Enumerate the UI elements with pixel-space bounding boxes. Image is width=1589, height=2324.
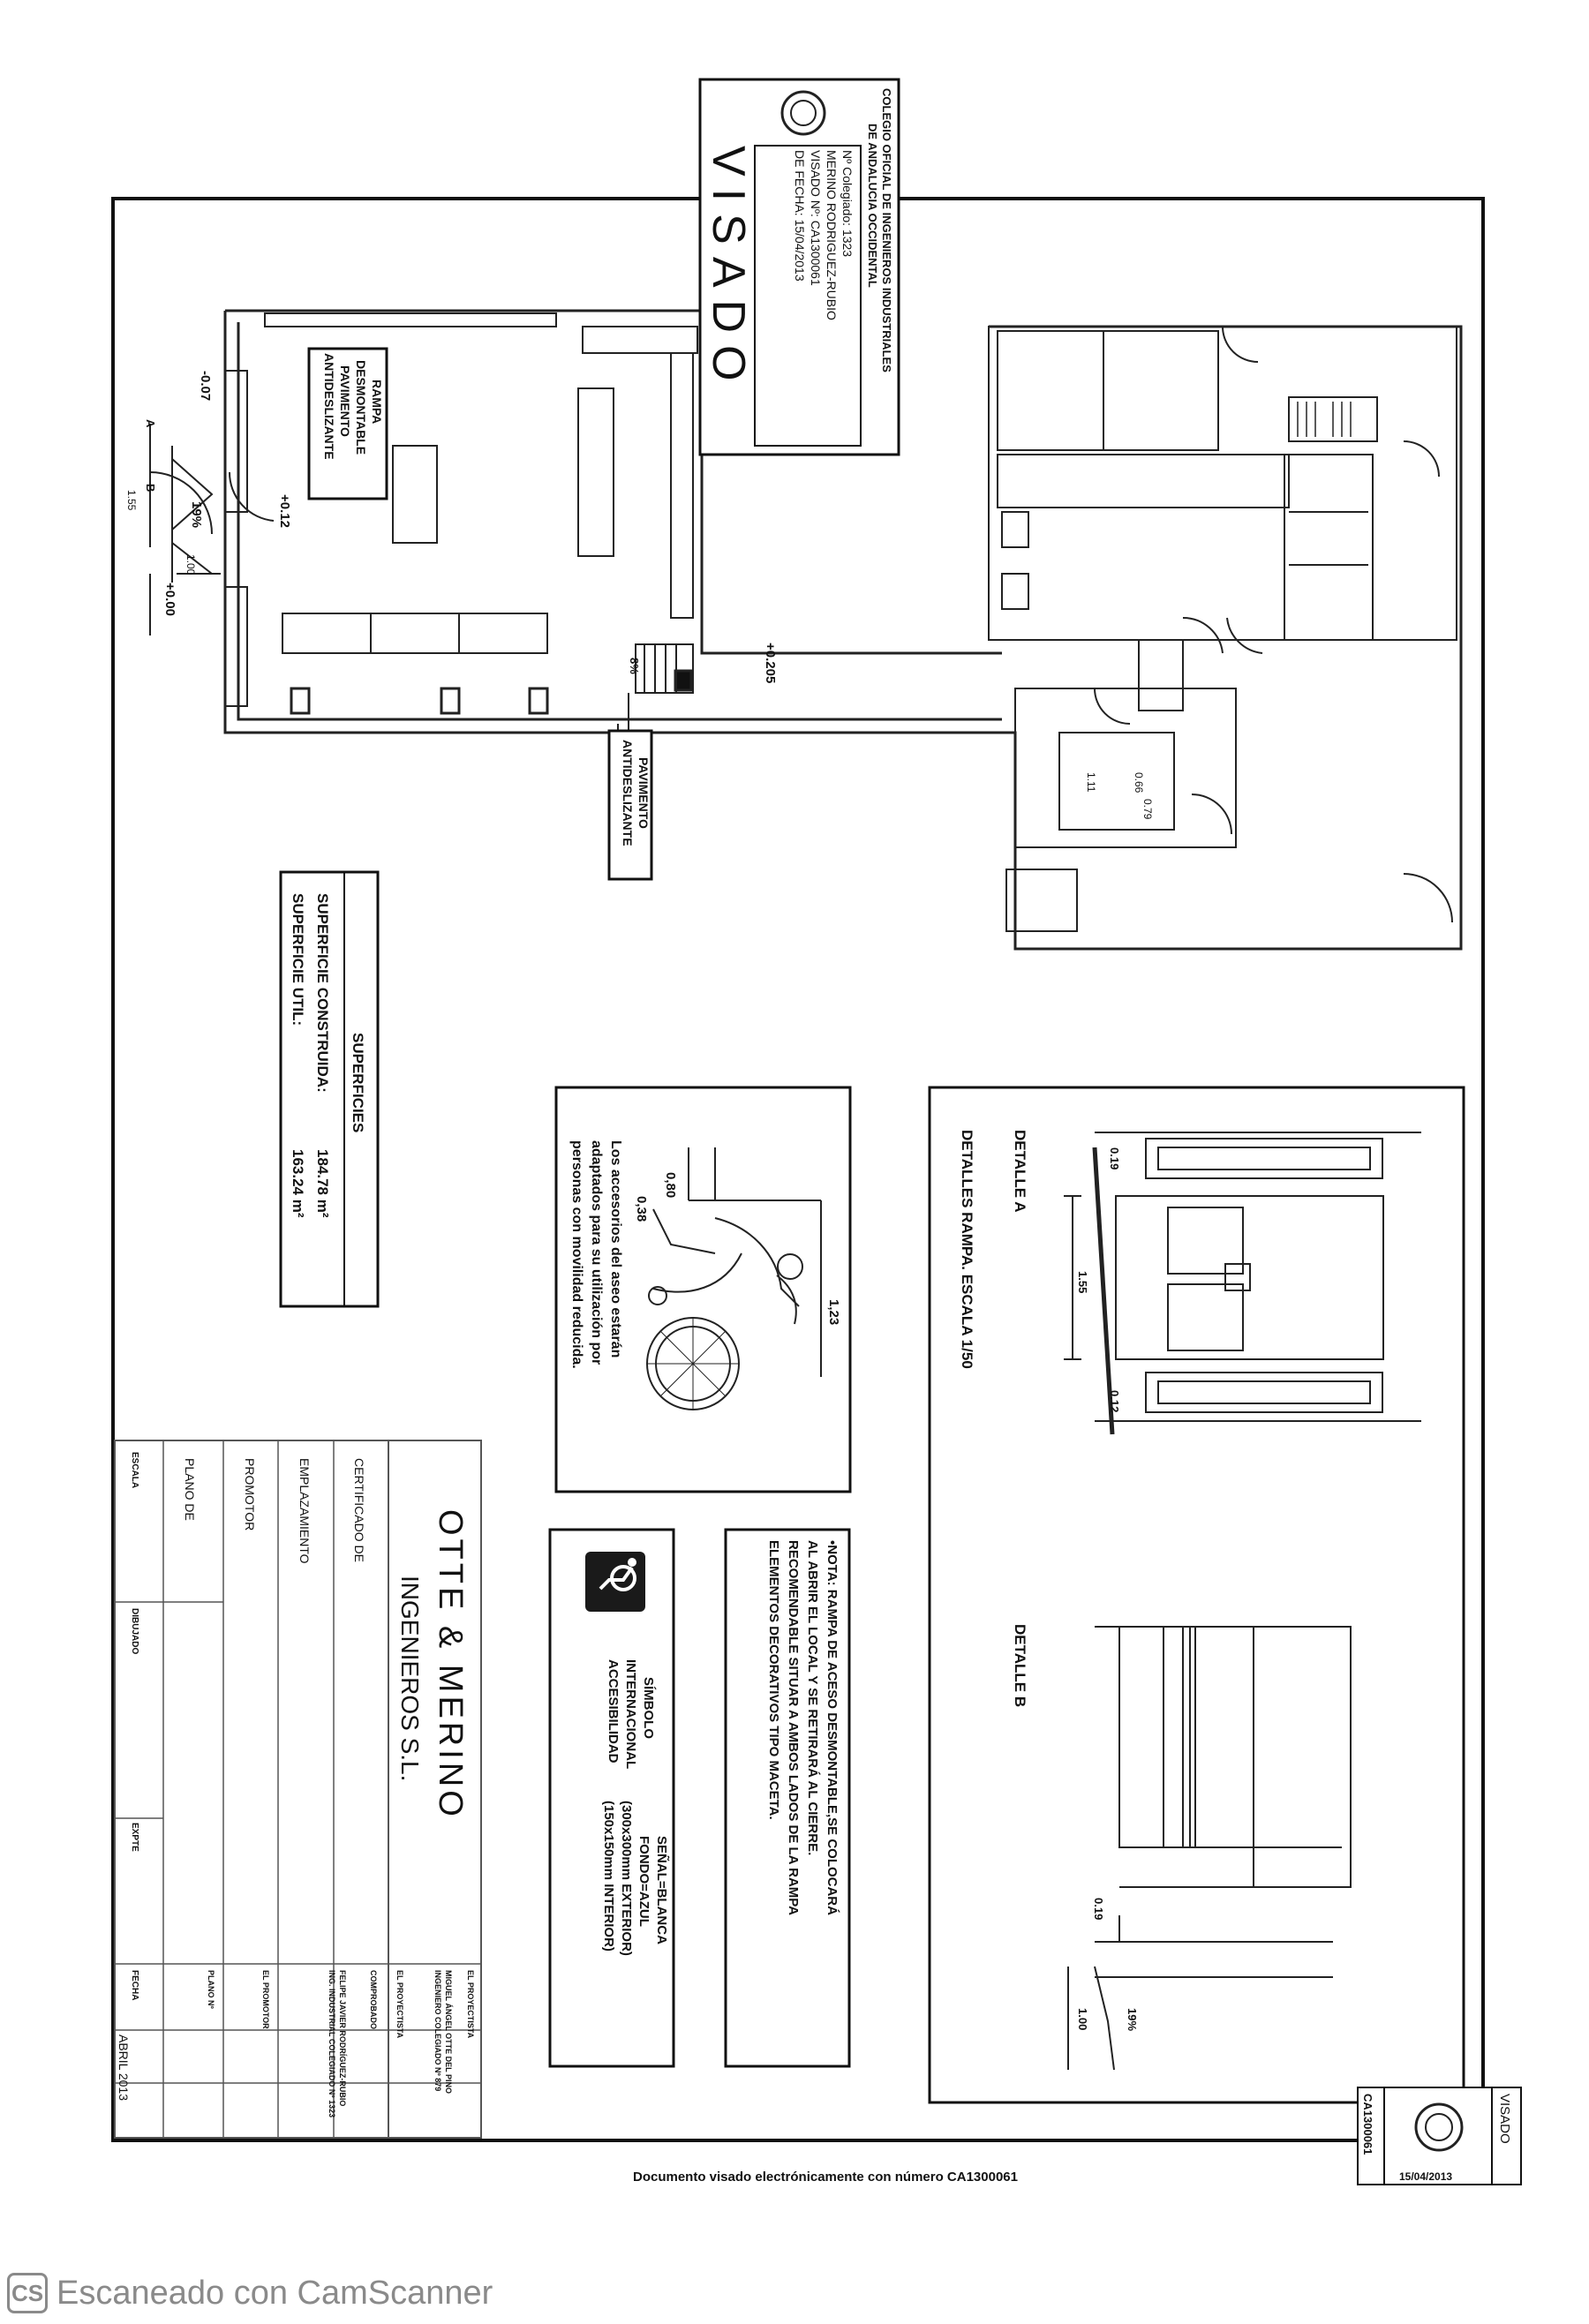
plan-level-marks: -0.07 +0.12 +0.00 +0.205 19% 8% 1.55 1.0… <box>125 371 1154 820</box>
colegiado-line: Nº Colegiado: 1323 <box>840 150 855 257</box>
pavimento-label-box: PAVIMENTO ANTIDESLIZANTE <box>607 729 653 881</box>
camscanner-text: Escaneado con CamScanner <box>56 2274 493 2312</box>
visado-date-line: DE FECHA: 15/04/2013 <box>793 150 807 282</box>
el-promotor-label: EL PROMOTOR <box>261 1970 270 2029</box>
aseo-text-1: Los accesorios del aseo estarán <box>608 1140 623 1358</box>
simbolo-box: SÍMBOLO INTERNACIONAL ACCESIBILIDAD SEÑA… <box>548 1528 675 2068</box>
detalle-a-dim-012: 0.12 <box>1108 1390 1121 1412</box>
senal-line-4: (150x150mm INTERIOR) <box>601 1801 616 1952</box>
superficie-util-value: 163.24 m² <box>290 1149 306 1218</box>
camscanner-logo-icon: CS <box>7 2273 48 2313</box>
nota-line-4: ELEMENTOS DECORATIVOS TIPO MACETA. <box>766 1540 781 1820</box>
level-plus-012: +0.12 <box>277 494 292 528</box>
colegiado-name: MERINO RODRIGUEZ-RUBIO <box>825 150 839 320</box>
pavimento-label-1: PAVIMENTO <box>636 757 651 829</box>
visado-footer-text: Documento visado electrónicamente con nú… <box>633 2170 1018 2185</box>
superficie-construida-label: SUPERFICIE CONSTRUIDA: <box>314 893 331 1093</box>
level-plus-000: +0.00 <box>162 583 177 616</box>
certificado-label: CERTIFICADO DE <box>352 1458 366 1562</box>
rampa-label-3: PAVIMENTO <box>338 365 352 437</box>
nota-box: •NOTA: RAMPA DE ACESO DESMONTABLE,SE COL… <box>724 1528 851 2068</box>
dim-066: 0.66 <box>1133 772 1145 793</box>
plano-n-label: PLANO Nº <box>207 1970 215 2010</box>
detalle-b-dim-019: 0.19 <box>1092 1898 1105 1920</box>
superficies-title: SUPERFICIES <box>350 1033 366 1132</box>
small-stamp-code: CA1300061 <box>1361 2094 1374 2155</box>
rampa-label-box: RAMPA DESMONTABLE PAVIMENTO ANTIDESLIZAN… <box>307 347 388 500</box>
college-seal-icon <box>780 90 826 136</box>
el-proyectista-label: EL PROYECTISTA <box>466 1970 475 2039</box>
slope-label: 19% <box>189 501 204 528</box>
dim-155: 1.55 <box>125 490 138 511</box>
superficies-box: SUPERFICIES SUPERFICIE CONSTRUIDA: 184.7… <box>279 870 380 1308</box>
el-proyectista-label-2: EL PROYECTISTA <box>395 1970 404 2039</box>
merino-name-1: FELIPE JAVIER RODRÍGUEZ-RUBIO <box>338 1970 347 2106</box>
company-name-2: INGENIEROS S.L. <box>396 1576 424 1781</box>
dim-111: 1.11 <box>1085 772 1097 793</box>
senal-line-2: FONDO=AZUL <box>636 1836 651 1927</box>
detalles-box: DETALLE A DETALLES RAMPA. ESCALA 1/50 DE… <box>928 1086 1465 2104</box>
detalle-a-dim-155: 1.55 <box>1076 1271 1089 1293</box>
simbolo-line-3: ACCESIBILIDAD <box>606 1659 621 1764</box>
college-line-2: DE ANDALUCIA OCCIDENTAL <box>866 124 879 288</box>
proyectista-name-1: MIGUEL ÁNGEL OTTE DEL PINO <box>444 1970 453 2094</box>
nota-line-3: RECOMENDABLE SITUAR A AMBOS LADOS DE LA … <box>786 1540 801 1915</box>
aseo-text-3: personas con movilidad reducida. <box>569 1140 584 1369</box>
pavimento-label-2: ANTIDESLIZANTE <box>621 740 635 846</box>
detalle-a-dim-019: 0.19 <box>1108 1147 1121 1170</box>
slope-label-stair: 8% <box>628 658 641 674</box>
aseo-dim-038: 0,38 <box>634 1196 649 1222</box>
small-visado-stamp: VISADO CA1300061 15/04/2013 <box>1357 2087 1522 2185</box>
title-block <box>114 1440 482 2139</box>
dim-100: 1.00 <box>185 554 197 575</box>
college-line-1: COLEGIO OFICIAL DE INGENIEROS INDUSTRIAL… <box>880 88 893 372</box>
aseo-dim-123: 1,23 <box>826 1299 841 1325</box>
escala-label: ESCALA <box>130 1452 139 1488</box>
fecha-label: FECHA <box>130 1970 139 2000</box>
proyectista-name-2: INGENIERO COLEGIADO Nº 879 <box>433 1970 442 2091</box>
rampa-label-2: DESMONTABLE <box>354 360 368 455</box>
section-mark-a: A <box>144 419 157 428</box>
aseo-dim-080: 0,80 <box>663 1172 678 1198</box>
superficie-construida-value: 184.78 m² <box>314 1149 331 1218</box>
company-name-1: OTTE & MERINO <box>432 1509 469 1820</box>
aseo-box: 0,80 0,38 1,23 Los accesorios del aseo e… <box>554 1086 852 1493</box>
plano-label: PLANO DE <box>183 1458 197 1521</box>
nota-line-2: AL ABRIR EL LOCAL Y SE RETIRARÁ AL CIERR… <box>805 1540 820 1855</box>
detalle-b-dim-100: 1.00 <box>1076 2008 1089 2030</box>
level-minus-007: -0.07 <box>198 371 213 401</box>
floor-plan <box>149 309 1463 951</box>
detalle-b-slope: 19% <box>1126 2008 1139 2031</box>
small-stamp-title: VISADO <box>1497 2094 1512 2144</box>
small-seal-icon <box>1414 2102 1464 2152</box>
simbolo-line-1: SÍMBOLO <box>641 1677 656 1739</box>
promotor-label: PROMOTOR <box>243 1458 257 1531</box>
dim-079: 0.79 <box>1141 799 1154 820</box>
small-stamp-date: 15/04/2013 <box>1399 2170 1452 2183</box>
detalle-a-title: DETALLE A <box>1012 1130 1028 1213</box>
visado-big-word: VISADO <box>703 146 754 394</box>
aseo-text-2: adaptados para su utilización por <box>589 1140 604 1365</box>
dibujado-label: DIBUJADO <box>130 1608 139 1654</box>
level-plus-0205: +0.205 <box>763 643 778 683</box>
comprobado-label: COMPROBADO <box>369 1970 378 2029</box>
visado-number-line: VISADO Nº: CA1300061 <box>809 150 823 286</box>
senal-line-3: (300x300mm EXTERIOR) <box>619 1801 634 1956</box>
emplazamiento-label: EMPLAZAMIENTO <box>297 1458 312 1564</box>
nota-line-1: •NOTA: RAMPA DE ACESO DESMONTABLE,SE COL… <box>825 1540 840 1915</box>
section-mark-b: B <box>144 484 157 492</box>
visado-stamp: COLEGIO OFICIAL DE INGENIEROS INDUSTRIAL… <box>698 78 900 456</box>
expte-label: EXPTE <box>130 1823 139 1852</box>
simbolo-line-2: INTERNACIONAL <box>623 1659 638 1769</box>
merino-name-2: ING. INDUSTRIAL COLEGIADO Nº 1323 <box>328 1970 336 2117</box>
fecha-value: ABRIL 2013 <box>117 2034 131 2101</box>
rampa-label-1: RAMPA <box>370 380 384 424</box>
senal-line-1: SEÑAL=BLANCA <box>654 1836 670 1944</box>
superficie-util-label: SUPERFICIE UTIL: <box>290 893 306 1026</box>
detalle-b-title: DETALLE B <box>1012 1624 1028 1707</box>
rampa-label-4: ANTIDESLIZANTE <box>322 353 336 460</box>
camscanner-watermark: CS Escaneado con CamScanner <box>7 2272 493 2314</box>
detalles-subtitle: DETALLES RAMPA. ESCALA 1/50 <box>959 1130 975 1369</box>
